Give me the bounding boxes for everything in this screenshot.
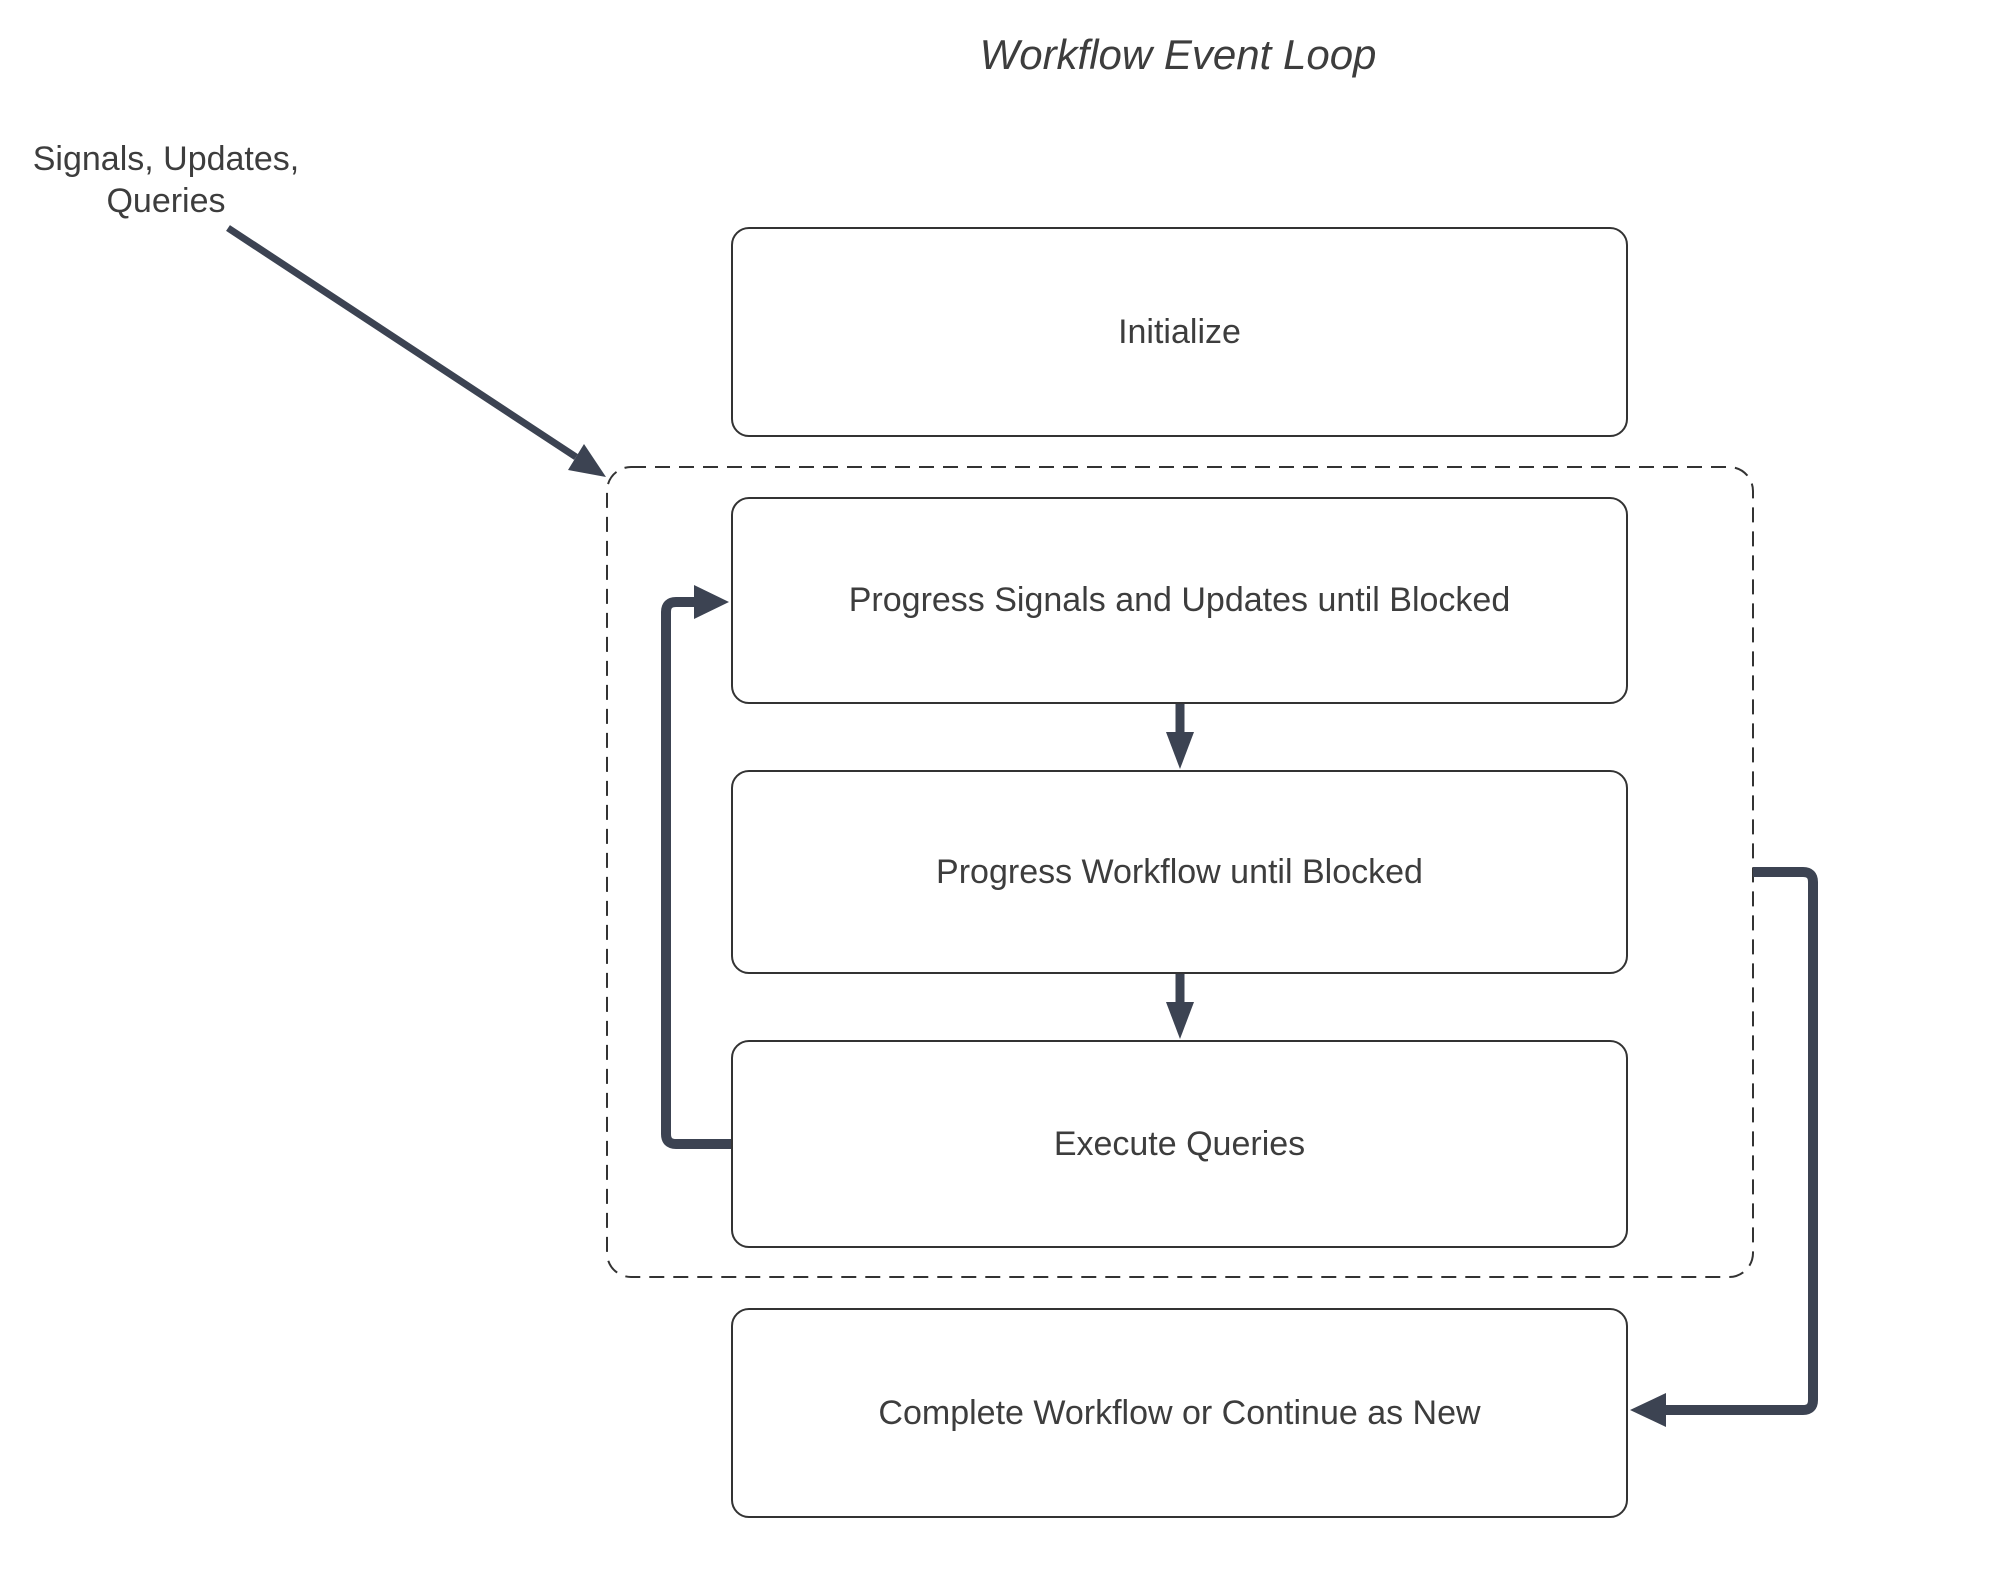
down-arrow-1-head xyxy=(1166,732,1194,769)
node-execute-queries: Execute Queries xyxy=(731,1040,1628,1248)
node-progress-workflow: Progress Workflow until Blocked xyxy=(731,770,1628,974)
arrow-signals-into-loop-line xyxy=(226,225,578,460)
arrow-signals-into-loop xyxy=(226,225,606,477)
loop-exit-line xyxy=(1666,867,1818,1415)
arrow-progress-workflow-to-execute-queries xyxy=(1166,974,1194,1039)
arrow-progress-signals-to-progress-workflow xyxy=(1166,704,1194,769)
signals-updates-queries-label: Signals, Updates, Queries xyxy=(32,140,300,220)
loop-exit-head xyxy=(1630,1393,1666,1427)
loop-back-line xyxy=(661,597,731,1149)
diagram-title: Workflow Event Loop xyxy=(979,31,1377,78)
node-initialize: Initialize xyxy=(731,227,1628,437)
loop-back-head xyxy=(694,585,729,619)
down-arrow-2-head xyxy=(1166,1002,1194,1039)
node-complete-workflow: Complete Workflow or Continue as New xyxy=(731,1308,1628,1518)
arrow-execute-queries-to-progress-signals xyxy=(661,585,731,1149)
arrow-signals-into-loop-head xyxy=(568,444,606,477)
arrow-loop-to-complete-workflow xyxy=(1630,867,1818,1427)
node-progress-signals-and-updates: Progress Signals and Updates until Block… xyxy=(731,497,1628,704)
